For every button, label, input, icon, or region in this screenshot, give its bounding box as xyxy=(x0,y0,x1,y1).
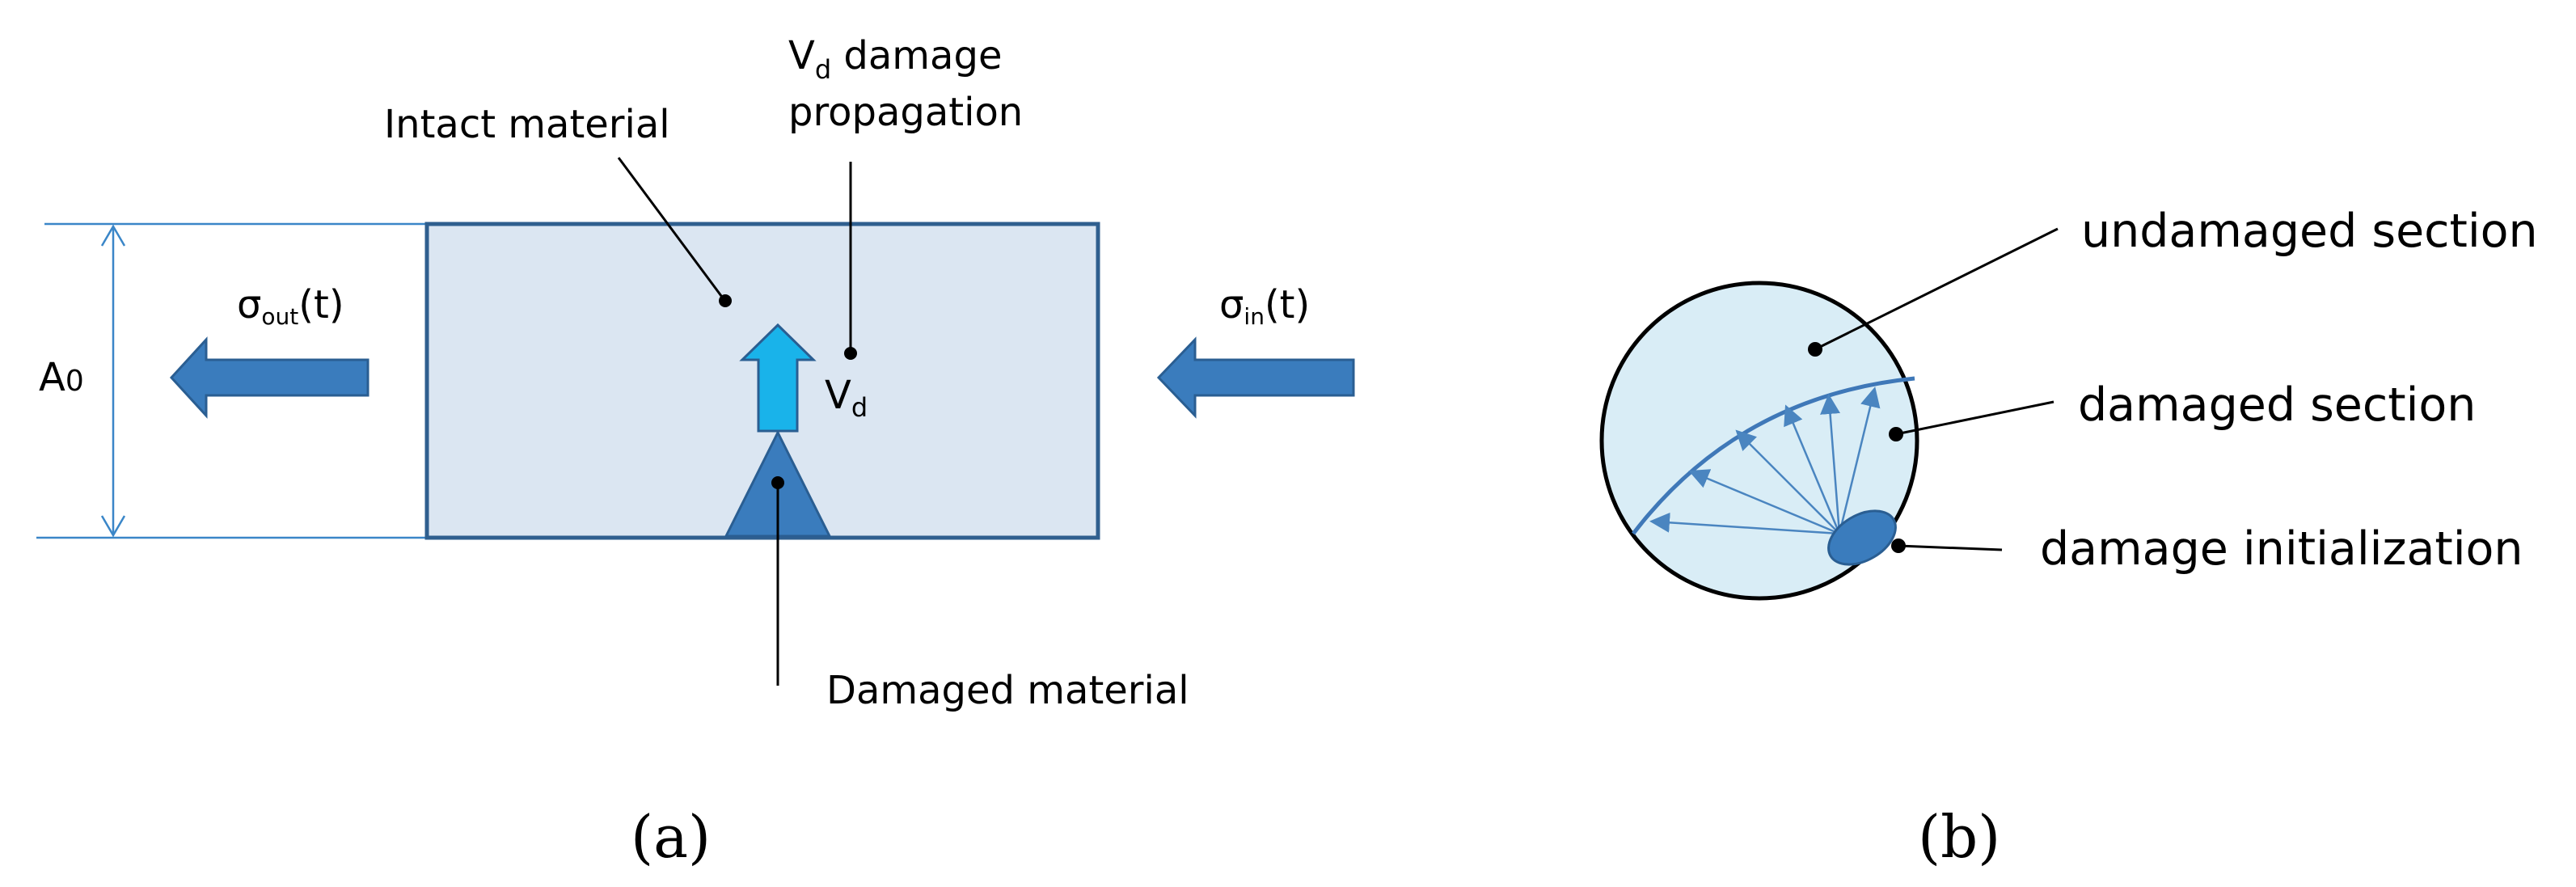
propagation-arrow xyxy=(1838,386,1881,534)
damaged-section-leader-dot xyxy=(1889,427,1903,441)
vd-damage-propagation-label: Vd damage xyxy=(788,33,1002,85)
undamaged-leader-dot xyxy=(1808,342,1822,357)
propagation-arrow xyxy=(1784,404,1841,534)
init-leader-dot xyxy=(1891,539,1906,553)
caption-b: (b) xyxy=(1918,803,2000,871)
damage-front-arc xyxy=(1632,376,1915,535)
vd-label: Vd xyxy=(825,373,868,423)
vd-top-leader-dot xyxy=(844,347,857,360)
a0-arrowhead-top xyxy=(100,224,126,247)
caption-a: (a) xyxy=(631,803,711,871)
a0-arrowhead-bottom xyxy=(100,515,126,538)
sigma-in-arrow xyxy=(1156,336,1355,419)
intact-leader-line xyxy=(617,157,725,300)
intact-material-label: Intact material xyxy=(384,102,670,147)
damage-initialization-label: damage initialization xyxy=(2040,522,2523,576)
sigma-out-label: σout(t) xyxy=(237,282,344,330)
damaged-section-label: damaged section xyxy=(2078,378,2476,432)
intact-leader-dot xyxy=(719,294,732,307)
panel-a: Intact material Vd damage propagation σo… xyxy=(36,33,1355,871)
damaged-leader-dot xyxy=(771,476,784,489)
damaged-material-label: Damaged material xyxy=(826,668,1189,713)
sigma-in-label: σin(t) xyxy=(1219,282,1310,330)
vd-propagation-arrow xyxy=(739,323,817,433)
propagation-arrow xyxy=(1688,469,1840,535)
undamaged-leader-line xyxy=(1814,227,2059,351)
propagation-arrow xyxy=(1735,429,1840,534)
sigma-out-arrow xyxy=(169,336,370,419)
damage-initialization-spot xyxy=(1827,509,1897,566)
propagation-arrows xyxy=(1649,386,1881,535)
damaged-section-leader-line xyxy=(1895,400,2054,436)
a0-label: A0 xyxy=(39,355,84,400)
undamaged-section-label: undamaged section xyxy=(2081,205,2538,258)
init-leader-line xyxy=(1898,544,2003,551)
propagation-arrow xyxy=(1820,394,1841,534)
panel-b: undamaged section damaged section damage… xyxy=(1599,205,2538,871)
vd-propagation-label-line2: propagation xyxy=(788,90,1023,135)
propagation-arrow xyxy=(1649,512,1840,535)
